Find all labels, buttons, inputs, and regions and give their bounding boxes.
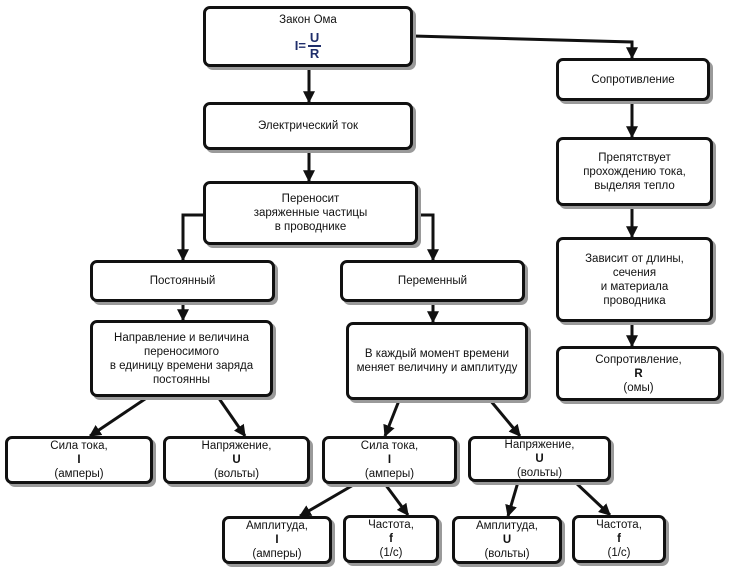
depends-line-1: Зависит от длины, bbox=[585, 252, 684, 265]
alternating-current-label: Переменный bbox=[397, 275, 468, 287]
dc-voltage-node: Напряжение, U (вольты) bbox=[163, 436, 310, 484]
dc-current-line-1: Сила тока, I bbox=[50, 440, 108, 466]
carries-line-1: Переносит bbox=[281, 193, 340, 205]
direct-current-label: Постоянный bbox=[149, 275, 216, 287]
ac-description-node: В каждый момент времени меняет величину … bbox=[346, 322, 528, 400]
frequency-node-2: Частота, f (1/c) bbox=[572, 515, 666, 563]
alternating-current-node: Переменный bbox=[340, 260, 525, 302]
dc-voltage-line-1: Напряжение, U bbox=[201, 440, 272, 466]
carries-line-2: заряженные частицы bbox=[253, 207, 368, 219]
ac-voltage-node: Напряжение, U (вольты) bbox=[468, 436, 611, 482]
ac-current-line-1: Сила тока, I bbox=[360, 440, 419, 466]
dc-voltage-unit: (вольты) bbox=[213, 468, 260, 480]
depends-on-node: Зависит от длины, сечения и материала пр… bbox=[556, 237, 713, 322]
dc-desc-line-3: в единицу времени заряда bbox=[109, 359, 254, 372]
freq-2-line-1: Частота, f bbox=[596, 519, 642, 545]
depends-line-3: и материала bbox=[600, 280, 669, 293]
amp-i-line-1: Амплитуда, I bbox=[245, 520, 308, 546]
dc-description-node: Направление и величина переносимого в ед… bbox=[90, 320, 273, 397]
ac-current-unit: (амперы) bbox=[364, 468, 415, 480]
edge-acdesc-accurrent bbox=[383, 397, 402, 438]
ac-current-strength-node: Сила тока, I (амперы) bbox=[322, 436, 457, 484]
amplitude-current-node: Амплитуда, I (амперы) bbox=[222, 516, 332, 564]
obstructs-current-node: Препятствует прохождению тока, выделяя т… bbox=[556, 137, 713, 206]
amp-u-line-1: Амплитуда, U bbox=[475, 520, 538, 546]
ac-voltage-symbol: U bbox=[535, 453, 544, 465]
edge-carries-ac bbox=[418, 213, 439, 262]
edge-accurrent-freq-1 bbox=[383, 483, 410, 516]
obstructs-line-1: Препятствует bbox=[598, 151, 671, 164]
direct-current-node: Постоянный bbox=[90, 260, 275, 302]
dc-desc-line-4: постоянны bbox=[152, 373, 211, 386]
electric-current-node: Электрический ток bbox=[203, 102, 413, 150]
electric-current-label: Электрический ток bbox=[257, 120, 358, 132]
edge-ohm-resistance bbox=[412, 34, 638, 60]
resistance-label: Сопротивление bbox=[591, 73, 675, 86]
amp-i-symbol: I bbox=[275, 534, 279, 546]
edge-acvoltage-amp-u bbox=[505, 481, 520, 518]
edge-accurrent-amp-i bbox=[298, 482, 356, 518]
resistance-node: Сопротивление bbox=[556, 58, 710, 101]
amp-i-unit: (амперы) bbox=[252, 548, 302, 560]
resistance-r-unit: (омы) bbox=[623, 381, 654, 394]
formula-current-symbol: I bbox=[294, 37, 299, 53]
frequency-node-1: Частота, f (1/c) bbox=[343, 515, 439, 563]
freq-1-line-1: Частота, f bbox=[368, 519, 414, 545]
dc-desc-line-1: Направление и величина bbox=[114, 331, 249, 344]
formula-fraction: U R bbox=[307, 29, 322, 61]
ac-voltage-line-1: Напряжение, U bbox=[504, 439, 575, 465]
ohm-law-formula: I = U R bbox=[294, 29, 322, 61]
freq-1-symbol: f bbox=[389, 533, 393, 545]
dc-current-strength-node: Сила тока, I (амперы) bbox=[5, 436, 153, 484]
ohm-law-node: Закон Ома I = U R bbox=[203, 6, 413, 67]
carries-charges-node: Переносит заряженные частицы в проводник… bbox=[203, 181, 418, 245]
obstructs-line-2: прохождению тока, bbox=[583, 165, 686, 178]
edge-acdesc-acvoltage bbox=[488, 399, 522, 437]
freq-1-unit: (1/c) bbox=[379, 547, 403, 559]
edge-carries-dc bbox=[177, 213, 203, 262]
dc-current-symbol: I bbox=[77, 454, 81, 466]
amp-u-symbol: U bbox=[502, 534, 512, 546]
resistance-r-node: Сопротивление, R (омы) bbox=[556, 346, 721, 401]
formula-denominator: R bbox=[309, 45, 320, 61]
resistance-r-symbol: R bbox=[634, 367, 643, 380]
carries-line-3: в проводнике bbox=[274, 221, 347, 233]
ohm-law-title: Закон Ома bbox=[279, 13, 337, 26]
dc-current-unit: (амперы) bbox=[54, 468, 104, 480]
dc-desc-line-2: переносимого bbox=[144, 345, 219, 358]
amplitude-voltage-node: Амплитуда, U (вольты) bbox=[452, 516, 562, 564]
freq-2-unit: (1/c) bbox=[607, 547, 631, 559]
depends-line-4: проводника bbox=[603, 294, 666, 307]
resistance-r-line-1: Сопротивление, R bbox=[595, 353, 682, 380]
ac-desc-line-2: меняет величину и амплитуду bbox=[356, 362, 518, 374]
ac-desc-line-1: В каждый момент времени bbox=[364, 348, 510, 360]
formula-equals: = bbox=[298, 37, 306, 53]
ac-current-symbol: I bbox=[387, 454, 392, 466]
freq-2-symbol: f bbox=[617, 533, 621, 545]
edge-dcdesc-dccurrent bbox=[89, 395, 149, 438]
dc-voltage-symbol: U bbox=[232, 454, 241, 466]
amp-u-unit: (вольты) bbox=[484, 548, 530, 560]
formula-numerator: U bbox=[307, 29, 322, 47]
edge-dcdesc-dcvoltage bbox=[216, 396, 247, 437]
ac-voltage-unit: (вольты) bbox=[516, 467, 563, 479]
edge-acvoltage-freq-2 bbox=[573, 480, 612, 517]
depends-line-2: сечения bbox=[612, 266, 657, 279]
obstructs-line-3: выделяя тепло bbox=[594, 179, 675, 192]
